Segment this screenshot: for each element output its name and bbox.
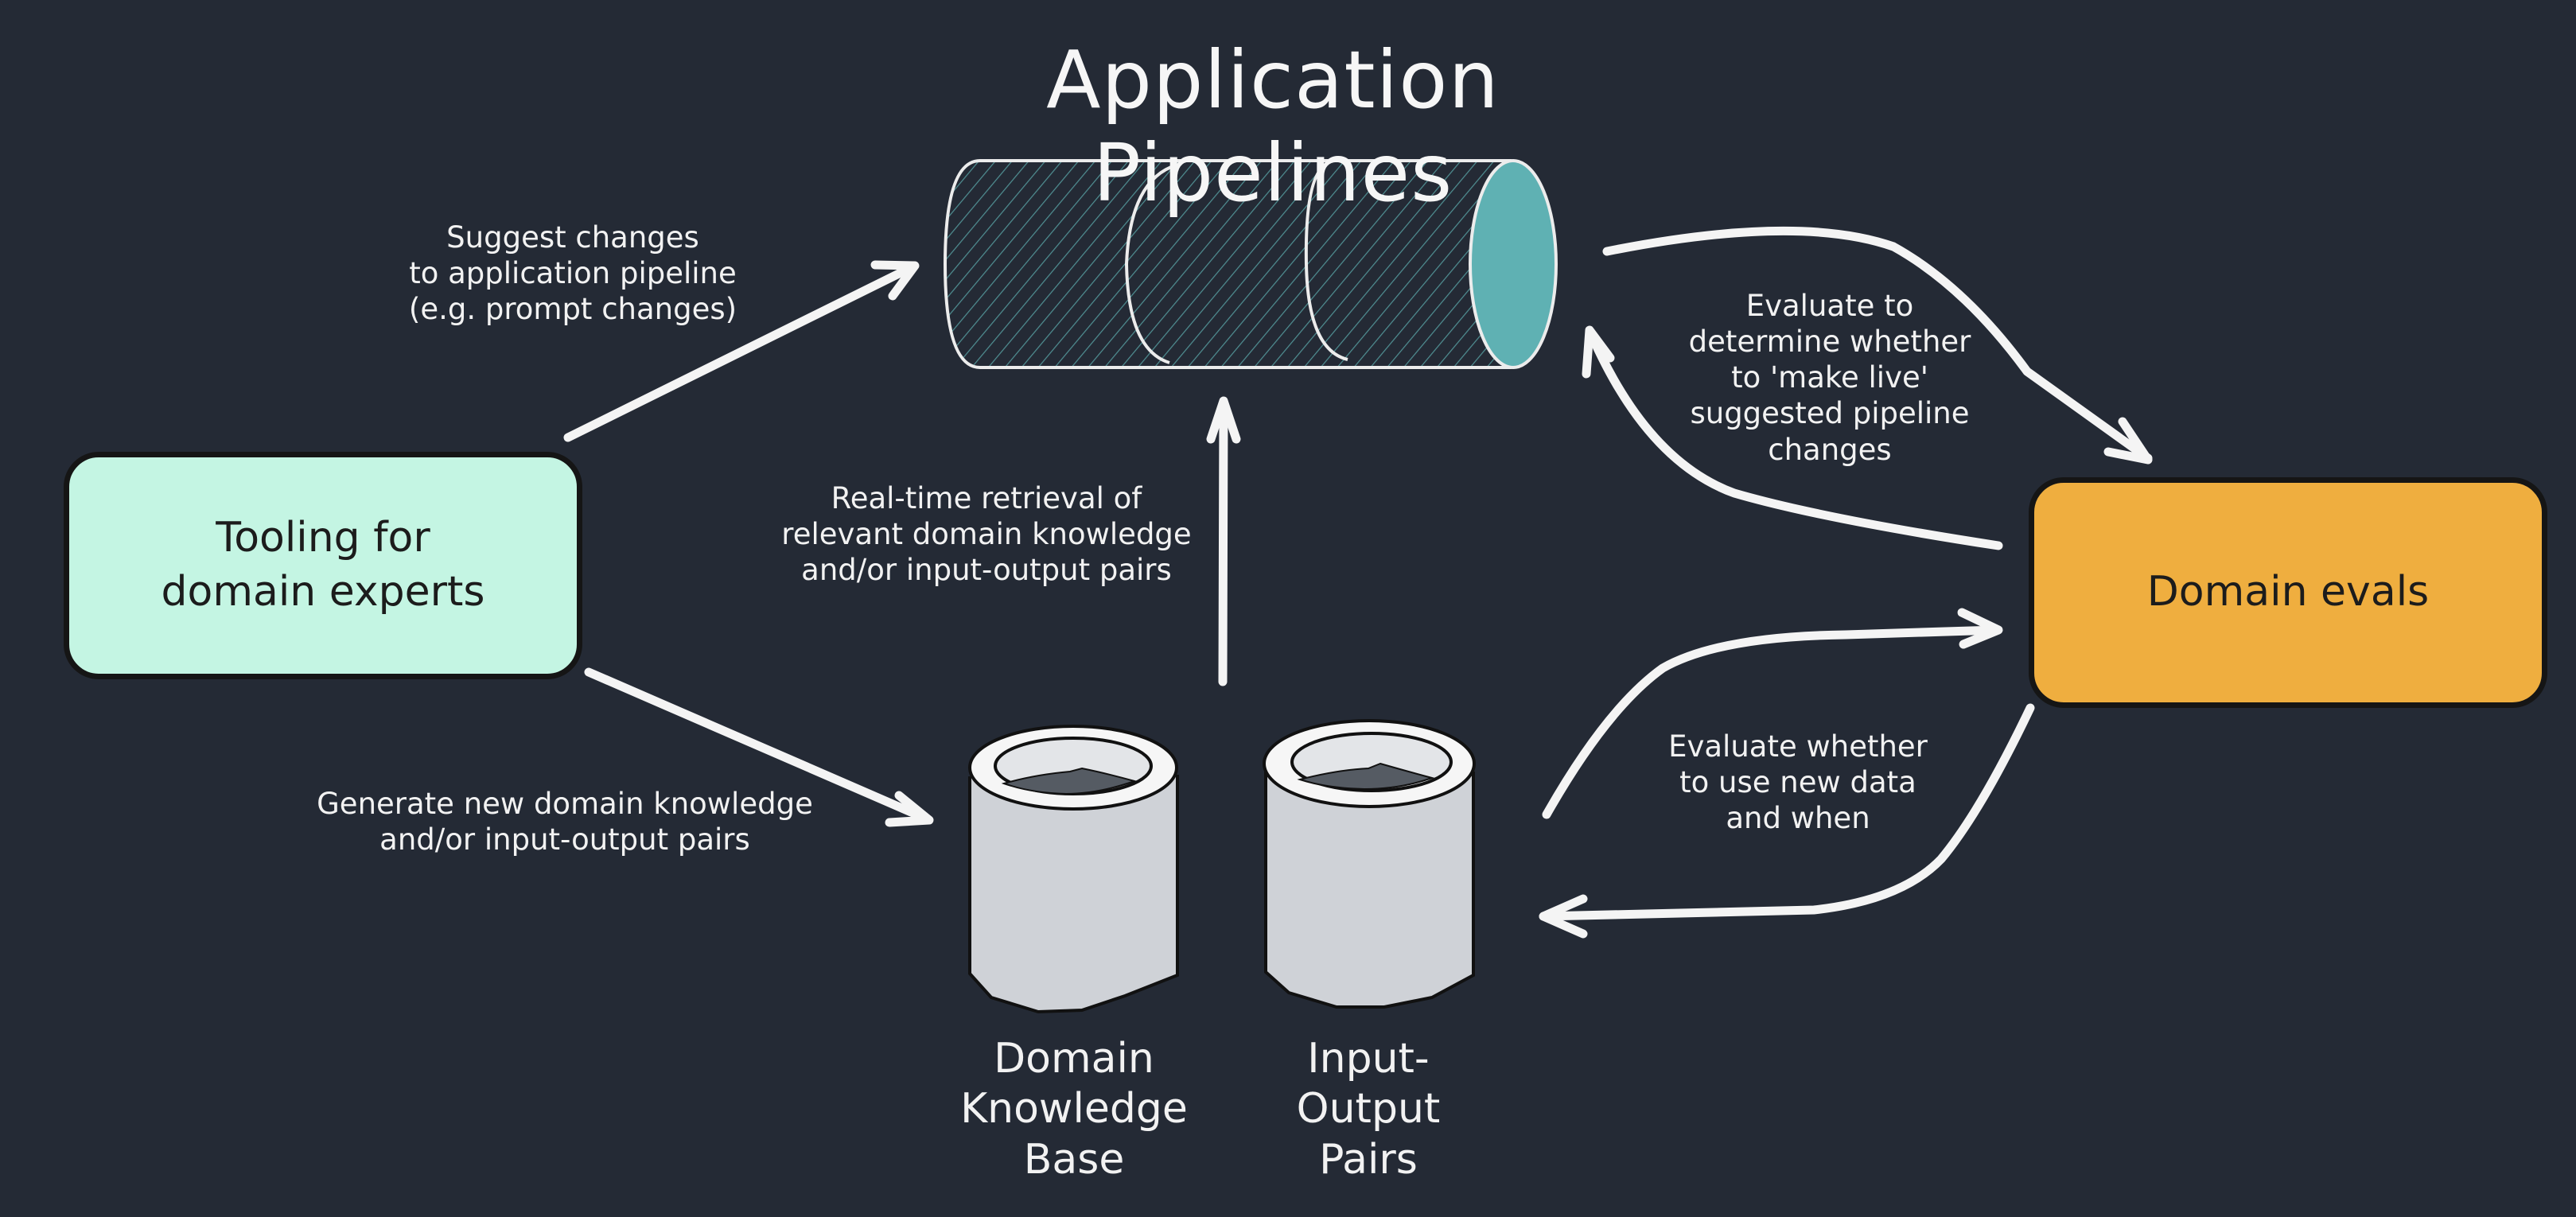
arrow-generate: [584, 667, 934, 827]
tooling-label: Tooling for domain experts: [161, 514, 485, 616]
database-contents: [1001, 767, 1138, 795]
knowledge-base-cylinder: [968, 725, 1179, 1014]
database-contents: [1297, 762, 1435, 791]
pipeline-segment-divider: [1124, 165, 1172, 364]
database-body: [1264, 772, 1475, 1009]
edge-label-use-data: Evaluate whether to use new data and whe…: [1668, 729, 1928, 836]
pipeline-end-cap: [1469, 159, 1558, 369]
edge-label-make-live: Evaluate to determine whether to 'make l…: [1688, 289, 1971, 467]
pipeline-body: [943, 159, 1512, 369]
arrow-retrieval: [1206, 396, 1241, 686]
pipeline-segment-divider: [1304, 162, 1348, 361]
io-pairs-label: Input- Output Pairs: [1296, 1035, 1441, 1184]
edge-label-suggest: Suggest changes to application pipeline …: [408, 220, 737, 327]
diagram-title: Application Pipelines: [1046, 33, 1500, 220]
arrow-suggest: [563, 260, 920, 442]
domain-evals-node: Domain evals: [2029, 477, 2547, 708]
edge-label-generate: Generate new domain knowledge and/or inp…: [317, 787, 813, 857]
arrow-make-live: [1582, 325, 2003, 550]
database-body: [968, 775, 1179, 1014]
tooling-node: Tooling for domain experts: [64, 452, 582, 679]
arrow-use-data: [1539, 703, 2035, 939]
arrow-data-to-evals: [1542, 608, 2003, 819]
edge-label-retrieval: Real-time retrieval of relevant domain k…: [781, 481, 1192, 588]
io-pairs-cylinder: [1263, 719, 1476, 1009]
knowledge-base-label: Domain Knowledge Base: [960, 1035, 1188, 1184]
domain-evals-label: Domain evals: [2146, 568, 2430, 616]
arrow-pipeline-to-evals: [1602, 226, 2153, 465]
pipeline-cylinder: [943, 159, 1558, 369]
